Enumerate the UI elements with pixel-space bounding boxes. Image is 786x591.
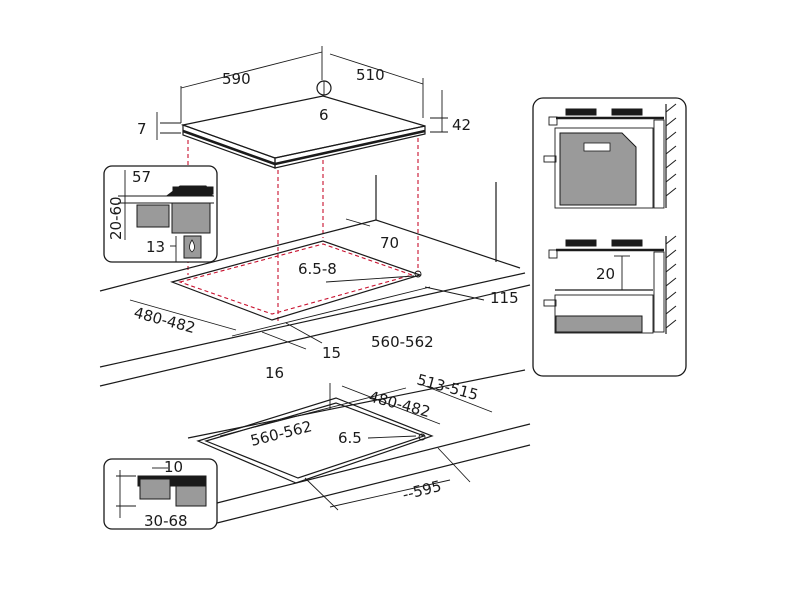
label-cutout-corner: 6.5-8 [298,260,337,278]
label-oven-gap: 20 [596,265,615,283]
label-depth: 510 [356,66,385,84]
label-thickness: 7 [137,120,147,138]
label-cutout-depth: 480-482 [132,303,197,337]
label-height: 42 [452,116,471,134]
label-inset-worktop-range: 20-60 [107,196,125,240]
inset-worktop-section: 57 20-60 13 [103,165,218,263]
hob-above-oven [543,103,677,209]
label-flush-width: 513-515 [415,370,480,404]
label-cutout-front: 16 [265,364,284,382]
label-cutout-right-side: 115 [490,289,519,307]
flush-worktop: 513-515 480-482 560-562 6.5 --595 [187,369,531,524]
hob-above-cabinet: 20 [543,235,677,334]
inset-flush-section: 10 30-68 [103,458,218,530]
right-panel-sections: 20 [532,97,687,377]
guide-lines [187,138,419,322]
worktop-cutout: 70 6.5-8 115 480-482 560-562 15 16 [99,175,531,387]
label-flush-corner: 6.5 [338,429,362,447]
label-flush-inset-range: 30-68 [144,512,188,530]
label-flush-depth: 480-482 [367,387,432,421]
label-inset-top-thickness: 57 [132,168,151,186]
label-flush-inset-rebate: 10 [164,458,183,476]
hob-dimensions: 590 510 6 7 42 [137,46,471,140]
hob-perspective [180,80,426,169]
label-cutout-width: 560-562 [371,333,434,351]
label-cutout-edge: 15 [322,344,341,362]
label-cutout-front-offset: 70 [380,234,399,252]
label-gas-inlet: 6 [319,106,329,124]
label-width: 590 [222,70,251,88]
label-inset-clearance: 13 [146,238,165,256]
label-flush-outer: --595 [401,477,444,504]
